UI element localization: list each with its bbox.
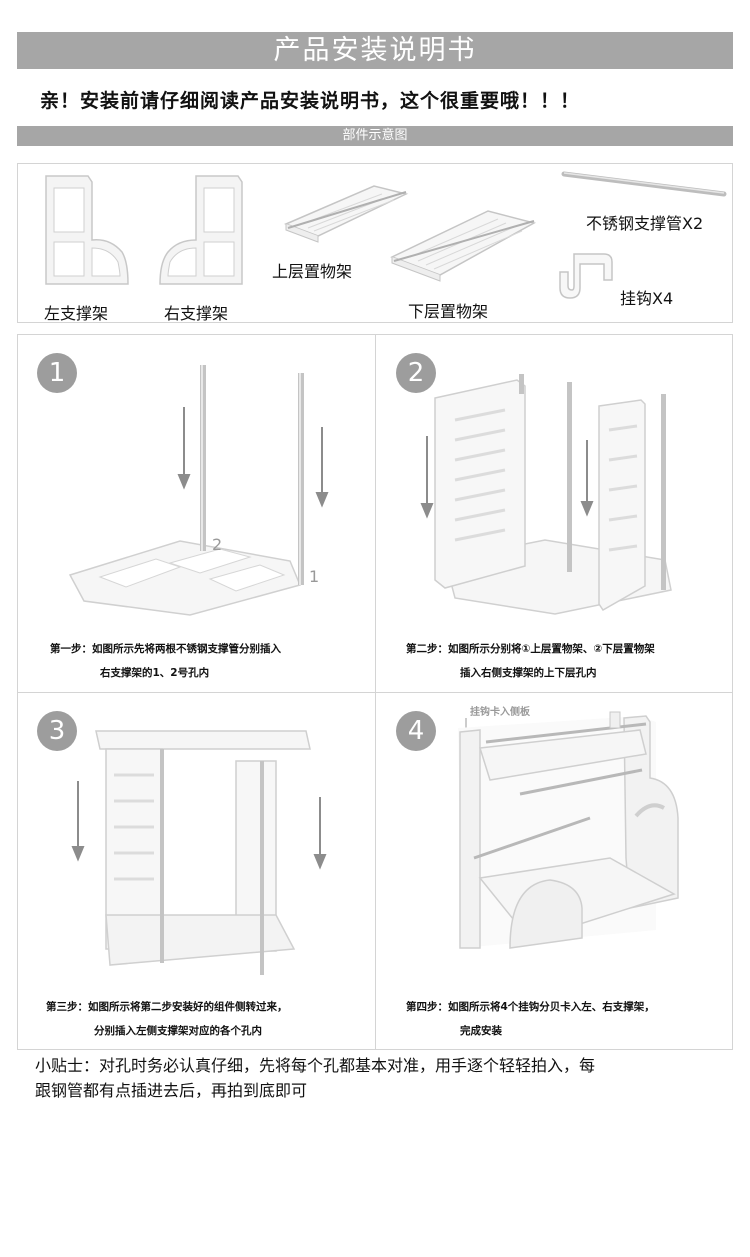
hole-label-1: 1 [309,567,320,586]
step-1-badge: 1 [37,353,77,393]
lower-shelf-label: 下层置物架 [408,302,489,321]
step-1-caption-line1: 第一步：如图所示先将两根不锈钢支撑管分别插入 [50,643,281,655]
steel-tube-label: 不锈钢支撑管X2 [586,214,704,233]
hole-label-2: 2 [212,535,223,554]
step-1-illustration [68,365,329,616]
step-2-illustration [420,374,672,615]
step-3-badge: 3 [37,711,77,751]
step-3-caption-line1: 第三步：如图所示将第二步安装好的组件侧转过来， [46,1001,288,1013]
page-title: 产品安装说明书 [17,32,733,69]
steps-divider-horizontal [17,692,733,693]
tip-line-1: 小贴士：对孔时务必认真仔细，先将每个孔都基本对准，用手逐个轻轻拍入，每 [35,1056,596,1075]
steel-tube-image [561,171,727,197]
upper-shelf-label: 上层置物架 [272,262,353,281]
step-3-illustration [71,730,327,975]
step-4-caption-line2: 完成安装 [460,1025,502,1037]
intro-notice: 亲！安装前请仔细阅读产品安装说明书，这个很重要哦！！！ [40,90,581,112]
parts-section-title: 部件示意图 [17,126,733,146]
step-4-caption-line1: 第四步：如图所示将4个挂钩分贝卡入左、右支撑架， [406,1001,655,1013]
step-4-illustration [458,711,679,949]
left-support-label: 左支撑架 [44,304,109,323]
step-1-caption-line2: 右支撑架的1、2号孔内 [100,667,210,679]
hook-image [559,253,613,299]
upper-shelf-image [283,185,409,243]
right-support-label: 右支撑架 [164,304,229,323]
step-3-caption-line2: 分别插入左侧支撑架对应的各个孔内 [94,1025,262,1037]
step-2-badge: 2 [396,353,436,393]
step-2-caption-line1: 第二步：如图所示分别将①上层置物架、②下层置物架 [406,643,655,655]
hook-annotation: 挂钩卡入侧板 [470,707,530,718]
lower-shelf-image [390,210,537,282]
hook-label: 挂钩X4 [620,289,674,308]
step-2-caption-line2: 插入右侧支撑架的上下层孔内 [460,667,597,679]
step-4-badge: 4 [396,711,436,751]
tip-line-2: 跟钢管都有点插进去后，再拍到底即可 [35,1081,308,1100]
right-support-image [159,175,243,285]
left-support-image [45,175,129,285]
tip-text: 小贴士：对孔时务必认真仔细，先将每个孔都基本对准，用手逐个轻轻拍入，每 跟钢管都… [35,1053,730,1103]
parts-panel [17,163,733,323]
